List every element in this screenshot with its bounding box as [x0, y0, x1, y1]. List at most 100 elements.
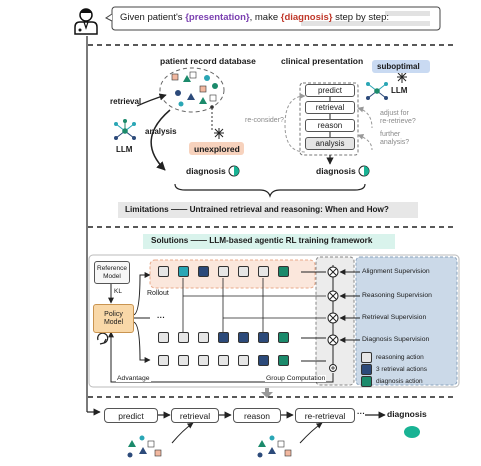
- prompt-text: Given patient's {presentation}, make {di…: [120, 12, 389, 23]
- action-square: [158, 355, 169, 366]
- reference-model-line-2: Model: [103, 272, 121, 280]
- group-computation-label: Group Computation: [265, 375, 327, 382]
- doctor-icon: [74, 8, 98, 35]
- legend-retrieval-swatch: [361, 364, 372, 375]
- action-square: [258, 332, 269, 343]
- record-shapes: [171, 71, 218, 107]
- policy-model-line-1: Policy: [104, 310, 123, 318]
- presentation-token: {presentation}: [185, 12, 250, 23]
- step-retrieval: retrieval: [305, 101, 355, 114]
- chain-re-retrieval: re-retrieval: [295, 408, 355, 423]
- action-square: [238, 355, 249, 366]
- retrieval-supervision: Retrieval Supervision: [362, 314, 427, 321]
- limitations-text: Limitations —— Untrained retrieval and r…: [125, 205, 389, 214]
- half-circle-icon: [358, 165, 370, 177]
- rollout-dots: ···: [157, 313, 165, 322]
- adjust-label: adjust for re-retrieve?: [380, 110, 416, 126]
- diagnosis-supervision: Diagnosis Supervision: [362, 336, 430, 343]
- step-analysis: analysis: [305, 137, 355, 150]
- half-circle-icon: [228, 165, 240, 177]
- diagnosis-ellipse: [404, 426, 420, 438]
- action-square: [218, 332, 229, 343]
- adjust-line-2: re-retrieve?: [380, 118, 416, 125]
- rollout-region: [149, 259, 316, 289]
- step-reason: reason: [305, 119, 355, 132]
- action-square: [158, 266, 169, 277]
- action-square: [158, 332, 169, 343]
- snowflake-icon: [397, 72, 407, 83]
- action-square: [238, 332, 249, 343]
- action-square: [258, 266, 269, 277]
- policy-model: Policy Model: [93, 304, 134, 333]
- action-square: [198, 355, 209, 366]
- recycle-icon: [97, 332, 109, 345]
- further-line-2: analysis?: [380, 139, 410, 146]
- legend-retrieval-label: 3 retrieval actions: [376, 366, 427, 373]
- action-square: [198, 332, 209, 343]
- pipeline-frame: [299, 82, 359, 156]
- suboptimal-label: suboptimal: [377, 62, 420, 71]
- adjust-line-1: adjust for: [380, 110, 409, 117]
- unexplored-label: unexplored: [194, 144, 240, 154]
- legend-reasoning-swatch: [361, 352, 372, 363]
- unexplored-badge: [189, 142, 244, 155]
- action-square: [258, 355, 269, 366]
- chain-ellipsis: ···: [357, 409, 365, 418]
- framework-frame: [88, 254, 460, 388]
- snowflake-icon: [214, 128, 224, 139]
- action-square: [278, 355, 289, 366]
- limitations-bar: [118, 202, 418, 218]
- reconsider-label: re-consider?: [245, 117, 284, 124]
- chain-diagnosis: diagnosis: [387, 409, 427, 419]
- presentation-title: clinical presentation: [281, 56, 364, 66]
- action-square: [238, 266, 249, 277]
- action-square: [178, 355, 189, 366]
- diagnosis-token: {diagnosis}: [280, 12, 333, 23]
- llm-label-right: LLM: [391, 86, 408, 95]
- solutions-text: Solutions —— LLM-based agentic RL traini…: [151, 236, 373, 245]
- legend-diagnosis-swatch: [361, 376, 372, 387]
- llm-label: LLM: [116, 145, 133, 154]
- database-title: patient record database: [160, 56, 256, 66]
- legend-reasoning-label: reasoning action: [376, 354, 424, 361]
- rollout-label: Rollout: [147, 290, 169, 297]
- placeholder-bar: [385, 11, 430, 16]
- llm-hub-icon: [114, 119, 136, 140]
- policy-model-line-2: Model: [103, 318, 124, 326]
- kl-label: KL: [114, 288, 122, 295]
- reasoning-supervision: Reasoning Supervision: [362, 292, 432, 299]
- reference-model-line-1: Reference: [97, 265, 127, 272]
- action-square: [218, 355, 229, 366]
- action-square: [278, 332, 289, 343]
- reference-model: Reference Model: [94, 261, 130, 284]
- supervision-panel: [355, 256, 458, 386]
- prompt-prefix: Given patient's: [120, 12, 186, 23]
- placeholder-bar: [301, 21, 430, 26]
- retrieval-label: retrieval: [110, 97, 142, 106]
- further-label: further analysis?: [380, 131, 409, 147]
- action-square: [218, 266, 229, 277]
- chain-predict: predict: [104, 408, 158, 423]
- action-square: [178, 266, 189, 277]
- chain-reason: reason: [233, 408, 281, 423]
- prompt-suffix: step by step:: [332, 12, 390, 23]
- analysis-label: analysis: [145, 127, 177, 136]
- prompt-middle: , make: [249, 12, 281, 23]
- legend-diagnosis-label: diagnosis action: [376, 378, 423, 385]
- suboptimal-badge: [372, 60, 430, 73]
- advantage-label: Advantage: [116, 375, 151, 382]
- chain-retrieval: retrieval: [171, 408, 219, 423]
- record-shapes-bottom: [127, 435, 292, 458]
- llm-hub-icon: [366, 82, 388, 100]
- action-square: [278, 266, 289, 277]
- action-square: [178, 332, 189, 343]
- diagnosis-label-left: diagnosis: [186, 166, 226, 176]
- solutions-bar: [143, 234, 395, 249]
- brace: [174, 183, 366, 198]
- alignment-supervision: Alignment Supervision: [362, 268, 430, 275]
- diagnosis-label-right: diagnosis: [316, 166, 356, 176]
- further-line-1: further: [380, 131, 401, 138]
- down-arrow: [261, 388, 273, 398]
- action-square: [198, 266, 209, 277]
